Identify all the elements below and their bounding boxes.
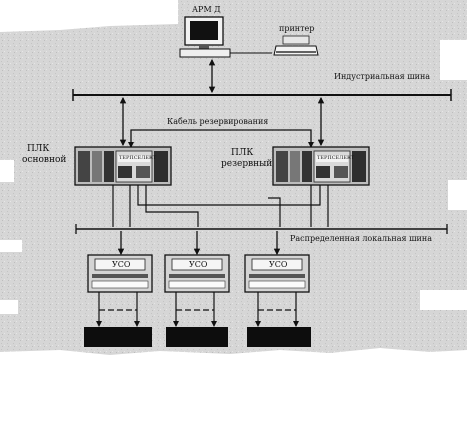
computer-icon bbox=[179, 16, 231, 58]
primary-plc-label-line2: основной bbox=[22, 155, 67, 165]
plc-local-bus-wiring bbox=[112, 185, 329, 227]
field-devices-1 bbox=[84, 327, 152, 347]
workstation-label: АРМ Д bbox=[192, 5, 221, 14]
primary-plc-rack bbox=[74, 146, 172, 186]
field-devices-2 bbox=[166, 327, 228, 347]
printer-icon bbox=[273, 35, 319, 56]
local-bus bbox=[75, 224, 448, 234]
backup-plc-label-line1: ПЛК bbox=[231, 148, 254, 158]
industrial-bus-label: Индустриальная шина bbox=[334, 72, 431, 81]
backup-plc-panel-text: ТЕРПСЕЛЕКТ bbox=[317, 155, 355, 161]
backup-plc-label-line2: резервный bbox=[221, 159, 273, 169]
io-module-1-label: УСО bbox=[112, 260, 131, 269]
primary-plc-label-line1: ПЛК bbox=[27, 144, 50, 154]
backup-plc-rack bbox=[272, 146, 370, 186]
redundancy-cable bbox=[128, 129, 314, 148]
io-module-1 bbox=[87, 254, 153, 293]
local-bus-label: Распределенная локальная шина bbox=[290, 234, 432, 243]
field-devices-3 bbox=[247, 327, 311, 347]
printer-label: принтер bbox=[279, 24, 315, 33]
io-module-3-label: УСО bbox=[269, 260, 288, 269]
industrial-bus bbox=[72, 89, 452, 101]
io-module-3 bbox=[244, 254, 310, 293]
io-module-2-label: УСО bbox=[189, 260, 208, 269]
io-module-2 bbox=[164, 254, 230, 293]
redundancy-cable-label: Кабель резервирования bbox=[167, 117, 269, 126]
field-device-links bbox=[96, 292, 299, 327]
primary-plc-panel-text: ТЕРПСЕЛЕКТ bbox=[119, 155, 157, 161]
